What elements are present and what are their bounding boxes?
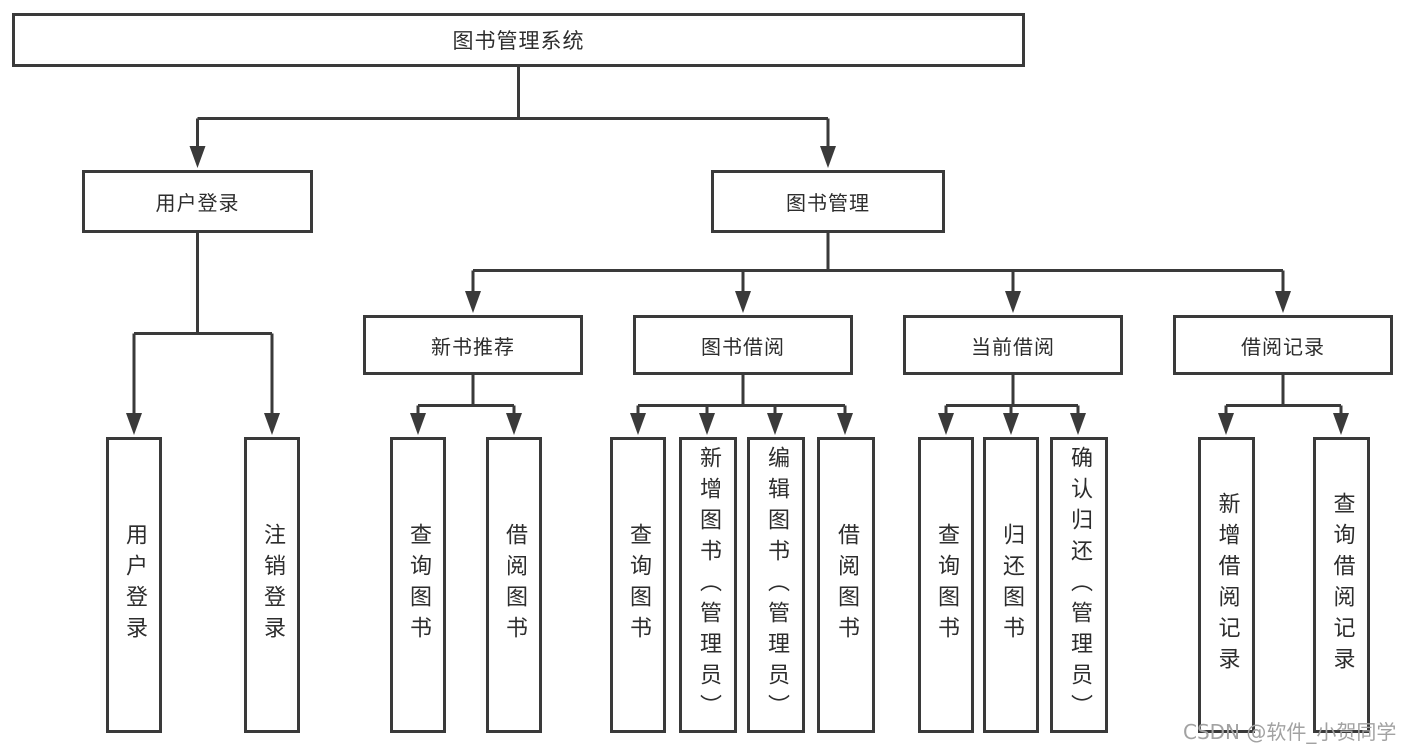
node-new-book-recommendation: 新书推荐	[363, 315, 583, 375]
csdn-watermark: CSDN @软件_小贺同学	[1183, 720, 1397, 744]
node-library-management-system: 图书管理系统	[12, 13, 1025, 67]
node-leaf-query-books-borrowing: 查询图书	[610, 437, 666, 733]
node-leaf-query-books-recommendation: 查询图书	[390, 437, 446, 733]
node-book-management: 图书管理	[711, 170, 945, 233]
node-leaf-add-books-admin: 新增图书（管理员）	[679, 437, 737, 733]
node-leaf-user-login: 用户登录	[106, 437, 162, 733]
node-borrowing-records: 借阅记录	[1173, 315, 1393, 375]
node-leaf-borrow-books-recommendation: 借阅图书	[486, 437, 542, 733]
node-leaf-confirm-return-admin: 确认归还（管理员）	[1050, 437, 1108, 733]
node-book-borrowing: 图书借阅	[633, 315, 853, 375]
node-user-login: 用户登录	[82, 170, 313, 233]
node-leaf-return-books: 归还图书	[983, 437, 1039, 733]
node-leaf-query-borrow-record: 查询借阅记录	[1313, 437, 1370, 733]
node-leaf-edit-books-admin: 编辑图书（管理员）	[747, 437, 805, 733]
node-leaf-borrow-books: 借阅图书	[817, 437, 875, 733]
node-leaf-query-books-current: 查询图书	[918, 437, 974, 733]
node-current-borrowing: 当前借阅	[903, 315, 1123, 375]
node-leaf-add-borrow-record: 新增借阅记录	[1198, 437, 1255, 733]
node-leaf-logout: 注销登录	[244, 437, 300, 733]
